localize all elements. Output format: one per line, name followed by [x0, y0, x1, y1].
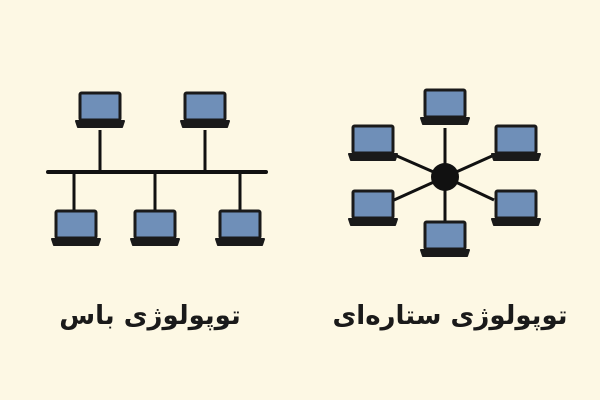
laptop-icon: [74, 91, 126, 129]
bus-topology: [46, 91, 268, 247]
laptop-icon: [347, 189, 399, 227]
laptop-icon: [129, 209, 181, 247]
laptop-icon: [347, 124, 399, 162]
laptop-icon: [419, 220, 471, 258]
laptop-icon: [419, 88, 471, 126]
laptop-icon: [490, 124, 542, 162]
laptop-icon: [179, 91, 231, 129]
hub-node: [431, 163, 459, 191]
laptop-icon: [50, 209, 102, 247]
laptop-icon: [490, 189, 542, 227]
star-topology: [347, 88, 542, 258]
laptop-icon: [214, 209, 266, 247]
star-topology-caption: توپولوژی ستاره‌ای: [332, 301, 568, 331]
bus-topology-caption: توپولوژی باس: [59, 301, 241, 331]
